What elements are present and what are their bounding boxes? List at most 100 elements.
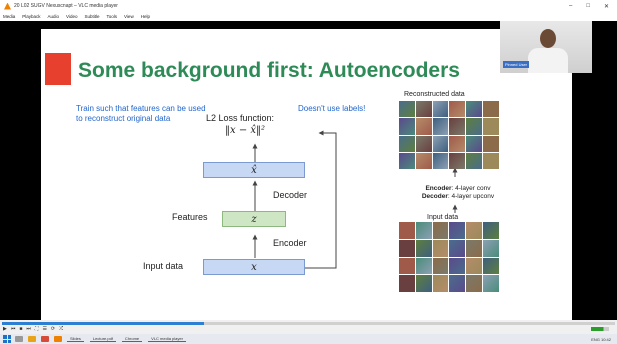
chrome-icon[interactable] — [41, 336, 49, 342]
encoder-desc: : 4-layer conv — [451, 185, 491, 192]
image-thumbnail — [415, 118, 432, 135]
shuffle-icon[interactable]: ⤮ — [59, 326, 64, 332]
image-thumbnail — [483, 118, 499, 135]
image-thumbnail — [415, 222, 432, 239]
menu-subtitle[interactable]: Subtitle — [84, 14, 100, 19]
playlist-icon[interactable]: ☰ — [42, 326, 47, 332]
close-button[interactable]: ✕ — [603, 3, 609, 10]
image-thumbnail — [432, 222, 449, 239]
image-thumbnail — [399, 275, 415, 292]
image-thumbnail — [449, 275, 466, 292]
taskbar-window-3[interactable]: Chrome — [121, 336, 143, 342]
search-icon[interactable] — [15, 336, 23, 342]
image-thumbnail — [415, 152, 432, 169]
image-thumbnail — [466, 101, 483, 118]
image-thumbnail — [483, 152, 499, 169]
menu-view[interactable]: View — [124, 14, 134, 19]
menu-media[interactable]: Media — [3, 14, 16, 19]
menu-playback[interactable]: Playback — [22, 14, 41, 19]
image-thumbnail — [449, 239, 466, 257]
loop-icon[interactable]: ⟳ — [50, 326, 56, 332]
encoder-label: Encoder — [273, 238, 307, 248]
title-accent-bar — [45, 53, 71, 85]
image-thumbnail — [415, 257, 432, 275]
taskbar-window-4[interactable]: VLC media player — [148, 336, 186, 342]
image-thumbnail — [466, 222, 483, 239]
taskbar-window-2[interactable]: Lecture.pdf — [89, 336, 116, 342]
image-thumbnail — [483, 257, 499, 275]
arrow-input-to-loss — [304, 130, 337, 269]
menu-video[interactable]: Video — [66, 14, 78, 19]
webcam-overlay: Pinned User — [500, 21, 592, 73]
image-thumbnail — [432, 118, 449, 135]
presenter-body — [528, 48, 568, 73]
image-thumbnail — [466, 118, 483, 135]
decoder-label: Decoder — [273, 190, 308, 200]
training-note: Train such that features can be used to … — [76, 104, 206, 123]
image-thumbnail — [466, 257, 483, 275]
architecture-description: Encoder: 4-layer conv Decoder: 4-layer u… — [398, 185, 518, 201]
image-thumbnail — [432, 135, 449, 152]
image-thumbnail — [483, 275, 499, 292]
next-icon[interactable]: ⏭ — [26, 326, 31, 332]
image-thumbnail — [449, 135, 466, 152]
image-thumbnail — [466, 239, 483, 257]
image-thumbnail — [432, 152, 449, 169]
no-labels-note: Doesn't use labels! — [298, 104, 366, 113]
image-thumbnail — [399, 222, 415, 239]
encoder-desc-title: Encoder — [425, 185, 452, 192]
play-icon[interactable]: ▶ — [3, 326, 7, 332]
minimize-button[interactable]: – — [569, 2, 573, 9]
image-thumbnail — [466, 152, 483, 169]
image-thumbnail — [483, 239, 499, 257]
image-thumbnail — [399, 239, 415, 257]
features-label: Features — [172, 212, 208, 222]
image-thumbnail — [432, 101, 449, 118]
image-thumbnail — [399, 257, 415, 275]
vlc-cone-icon — [4, 2, 11, 10]
loss-label: L2 Loss function: — [206, 113, 275, 123]
fullscreen-icon[interactable]: ⛶ — [34, 326, 39, 332]
windows-taskbar: Slides Lecture.pdf Chrome VLC media play… — [0, 334, 617, 344]
image-thumbnail — [449, 222, 466, 239]
image-thumbnail — [483, 101, 499, 118]
stop-icon[interactable]: ■ — [19, 326, 23, 332]
presenter-head — [540, 29, 556, 48]
image-thumbnail — [415, 135, 432, 152]
image-thumbnail — [432, 275, 449, 292]
image-thumbnail — [432, 239, 449, 257]
decoder-desc-title: Decoder — [421, 193, 448, 200]
menu-tools[interactable]: Tools — [106, 14, 118, 19]
input-image-grid — [399, 222, 499, 292]
start-icon[interactable] — [3, 335, 11, 343]
maximize-button[interactable]: □ — [586, 2, 590, 9]
image-thumbnail — [432, 257, 449, 275]
image-thumbnail — [399, 135, 415, 152]
decoder-desc: : 4-layer upconv — [447, 193, 495, 200]
image-thumbnail — [415, 239, 432, 257]
webcam-name-tag: Pinned User — [503, 61, 530, 68]
menu-help[interactable]: Help — [140, 14, 150, 19]
reconstructed-box: x̂ — [203, 162, 305, 178]
file-explorer-icon[interactable] — [28, 336, 36, 342]
seek-bar[interactable] — [2, 322, 615, 325]
vlc-taskbar-icon[interactable] — [54, 336, 62, 342]
image-thumbnail — [399, 101, 415, 118]
input-label: Input data — [143, 261, 184, 271]
loss-formula: ‖x − x̂‖² — [225, 125, 266, 136]
image-thumbnail — [483, 222, 499, 239]
image-thumbnail — [399, 152, 415, 169]
player-controls: ▶ ⏮ ■ ⏭ ⛶ ☰ ⟳ ⤮ — [0, 320, 617, 334]
diagram-arrows — [252, 130, 458, 269]
menu-bar: Media Playback Audio Video Subtitle Tool… — [0, 12, 617, 21]
volume-slider[interactable] — [591, 327, 609, 331]
menu-audio[interactable]: Audio — [47, 14, 60, 19]
image-thumbnail — [449, 118, 466, 135]
image-thumbnail — [483, 135, 499, 152]
presentation-slide: Some background first: Autoencoders Trai… — [41, 29, 572, 322]
image-thumbnail — [415, 101, 432, 118]
previous-icon[interactable]: ⏮ — [10, 326, 16, 332]
window-titlebar: 20 L02 SUGV Nexuscnapt – VLC media playe… — [0, 0, 617, 12]
reconstructed-caption: Reconstructed data — [404, 91, 465, 98]
taskbar-window-1[interactable]: Slides — [67, 336, 84, 342]
